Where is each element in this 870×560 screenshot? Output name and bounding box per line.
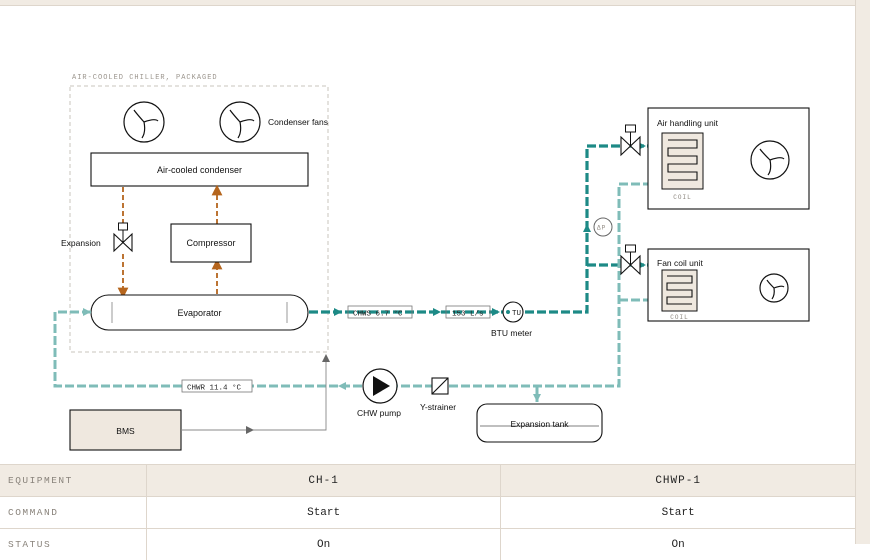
condenser-fan-2 bbox=[220, 102, 260, 142]
table-header-cell: CHWP-1 bbox=[501, 465, 855, 497]
pump-label: CHW pump bbox=[357, 408, 401, 418]
chws-tag: CHWS 6.7 °C bbox=[353, 310, 403, 319]
flow-tag: 153 L/s bbox=[452, 311, 484, 319]
table-cell[interactable]: Start bbox=[147, 497, 501, 529]
ahu-coil-tag: COIL bbox=[673, 194, 691, 201]
svg-text:CHWR 11.4 °C: CHWR 11.4 °C bbox=[187, 384, 242, 393]
evaporator-label: Evaporator bbox=[177, 308, 221, 318]
table-row: COMMAND Start Start bbox=[0, 497, 855, 529]
dp-symbol: ΔP bbox=[597, 225, 606, 232]
chilled-water-schematic: AIR-COOLED CHILLER, PACKAGED Condenser f… bbox=[0, 0, 855, 464]
condenser-fan-1 bbox=[124, 102, 164, 142]
fcu-coil-tag: COIL bbox=[670, 314, 688, 321]
expansion-label: Expansion bbox=[61, 238, 101, 248]
table-row: STATUS On On bbox=[0, 529, 855, 560]
table-cell: On bbox=[501, 529, 855, 560]
expansion-valve-icon bbox=[114, 223, 132, 251]
bms-signal-line bbox=[181, 354, 330, 434]
strainer-label: Y-strainer bbox=[420, 402, 456, 412]
fcu-coil-icon bbox=[662, 270, 697, 311]
compressor-label: Compressor bbox=[186, 238, 235, 248]
equipment-status-table: EQUIPMENT CH-1 CHWP-1 COMMAND Start Star… bbox=[0, 464, 855, 560]
scrollbar-rail[interactable] bbox=[855, 0, 870, 544]
table-cell: On bbox=[147, 529, 501, 560]
chwr-tag: CHWR 11.4 °C bbox=[182, 380, 252, 393]
ahu-fan-icon bbox=[751, 141, 789, 179]
table-header-cell: CH-1 bbox=[147, 465, 501, 497]
ahu-label: Air handling unit bbox=[657, 118, 719, 128]
fcu-control-valve-icon bbox=[621, 245, 640, 274]
table-row-label: COMMAND bbox=[0, 497, 147, 529]
condenser-fans-label: Condenser fans bbox=[268, 117, 328, 127]
ahu-control-valve-icon bbox=[621, 125, 640, 155]
bms-label: BMS bbox=[116, 426, 135, 436]
chw-pump-icon bbox=[363, 369, 397, 403]
expansion-tank-label: Expansion tank bbox=[510, 419, 569, 429]
fcu-label: Fan coil unit bbox=[657, 258, 703, 268]
table-header-row: EQUIPMENT CH-1 CHWP-1 bbox=[0, 465, 855, 497]
table-row-label: STATUS bbox=[0, 529, 147, 560]
ahu-coil-icon bbox=[662, 133, 703, 189]
table-header-cell: EQUIPMENT bbox=[0, 465, 147, 497]
chw-return-pipe bbox=[55, 184, 648, 402]
btu-symbol: TU bbox=[512, 310, 521, 318]
table-cell[interactable]: Start bbox=[501, 497, 855, 529]
package-label: AIR-COOLED CHILLER, PACKAGED bbox=[72, 74, 218, 82]
y-strainer-icon bbox=[432, 378, 448, 394]
btu-meter-label: BTU meter bbox=[491, 328, 532, 338]
condenser-label: Air-cooled condenser bbox=[157, 165, 242, 175]
fcu-fan-icon bbox=[760, 274, 788, 302]
